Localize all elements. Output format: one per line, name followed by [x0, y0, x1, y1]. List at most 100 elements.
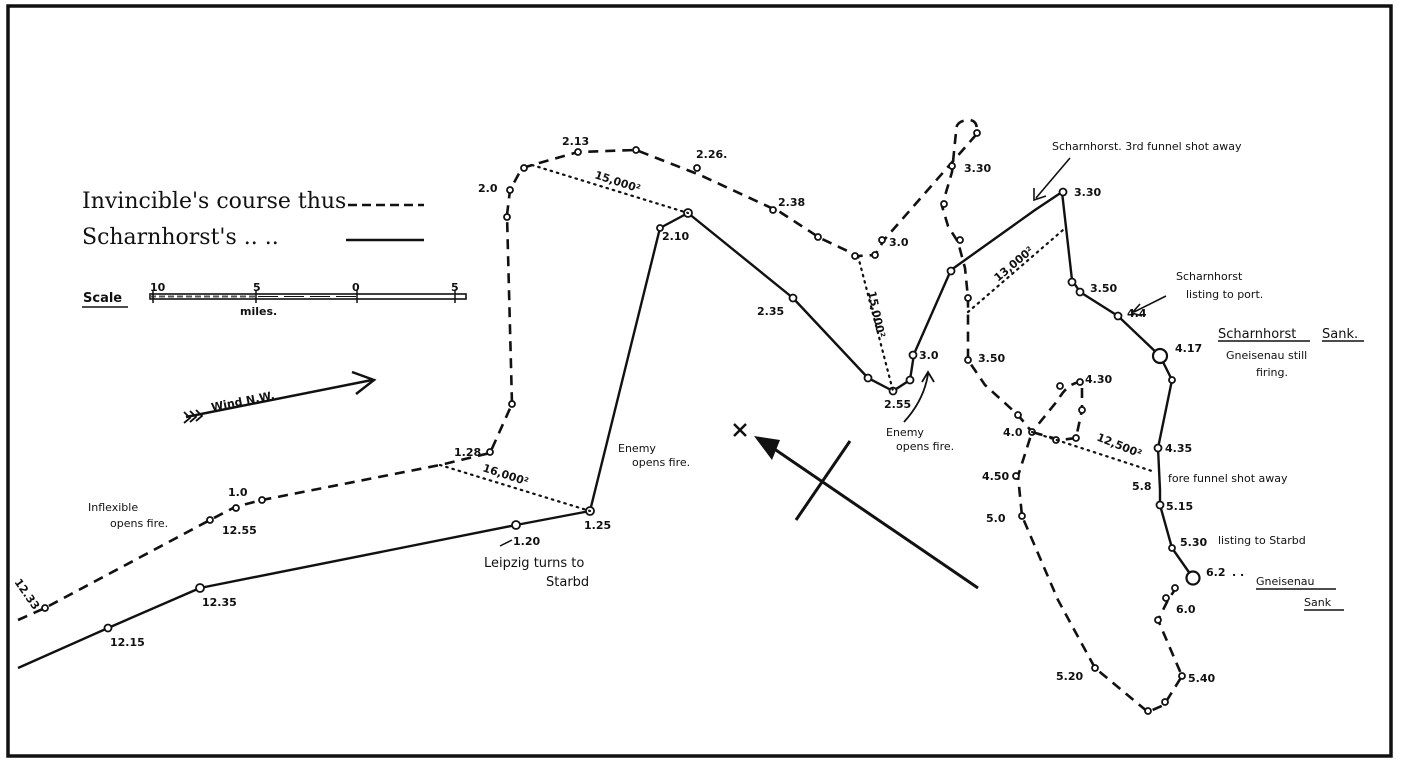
sch-node — [1168, 376, 1176, 384]
sch-node — [905, 375, 915, 385]
listing-starboard-note: listing to Starbd — [1218, 534, 1306, 547]
time-label: 1.28 — [454, 446, 481, 459]
map-border — [6, 4, 1393, 758]
inv-node — [258, 496, 266, 504]
gneisenau-sunk-line1: Gneisenau — [1256, 575, 1315, 588]
inv-node — [693, 164, 701, 172]
time-label: 1.20 — [513, 535, 540, 548]
time-label: 12.33 — [12, 576, 43, 612]
inv-node — [964, 294, 972, 302]
enemy-fire-note-1-line1: Enemy — [618, 442, 656, 455]
sch-node — [946, 266, 956, 276]
sch-node — [195, 583, 205, 593]
time-label: 5.20 — [1056, 670, 1083, 683]
scale-tick-5-left: 5 — [253, 281, 261, 294]
inv-node — [1014, 411, 1022, 419]
time-label: 2.35 — [757, 305, 784, 318]
scale-tick-5-right: 5 — [451, 281, 459, 294]
inv-node — [1154, 616, 1162, 624]
time-label: 4.50 — [982, 470, 1009, 483]
time-label: 2.38 — [778, 196, 805, 209]
range-label-12500: 12,500² — [1095, 431, 1144, 461]
time-label: 1.0 — [228, 486, 248, 499]
time-label: 4.30 — [1085, 373, 1112, 386]
sch-node — [788, 293, 798, 303]
leipzig-pointer-icon — [499, 539, 513, 547]
inv-node — [506, 186, 514, 194]
enemy-fire-note-2-line1: Enemy — [886, 426, 924, 439]
inv-node — [206, 516, 214, 524]
sch-node — [908, 350, 918, 360]
inv-node — [1178, 672, 1186, 680]
inv-node — [486, 448, 494, 456]
inv-node — [1076, 378, 1084, 386]
star-marker-icon — [733, 423, 747, 437]
inv-node — [41, 604, 49, 612]
gneisenau-sunk-line2: Sank — [1304, 596, 1332, 609]
enemy-fire-note-2-line2: opens fire. — [896, 440, 954, 453]
gneisenau-firing-line2: firing. — [1256, 366, 1288, 379]
inflexible-note-line2: opens fire. — [110, 517, 168, 530]
time-label: 5.0 — [986, 512, 1006, 525]
time-label: 6.2 — [1206, 566, 1226, 579]
scale-tick-0: 0 — [352, 281, 360, 294]
inv-node — [1161, 698, 1169, 706]
funnel-pointer-icon — [1033, 157, 1071, 202]
sch-node — [1075, 287, 1085, 297]
inv-node — [1018, 512, 1026, 520]
time-label: 3.50 — [1090, 282, 1117, 295]
fore-funnel-note: fore funnel shot away — [1168, 472, 1288, 485]
range-line-13000 — [966, 228, 1065, 314]
time-label: 4.35 — [1165, 442, 1192, 455]
dots: . . — [1232, 566, 1244, 579]
time-label: 5.40 — [1188, 672, 1215, 685]
inv-node — [520, 164, 528, 172]
inv-node — [1091, 664, 1099, 672]
inv-node — [769, 206, 777, 214]
inv-node — [814, 233, 822, 241]
listing-port-pointer-icon — [1130, 295, 1167, 317]
wind-label: Wind N.W. — [210, 389, 276, 414]
sch-node — [1058, 187, 1068, 197]
wind-arrow: Wind N.W. — [183, 370, 377, 424]
inv-node — [878, 236, 886, 244]
time-label: 12.15 — [110, 636, 145, 649]
time-label: 3.50 — [978, 352, 1005, 365]
time-label: 2.26. — [696, 148, 727, 161]
inv-node — [574, 148, 582, 156]
time-label: 2.10 — [662, 230, 689, 243]
time-label: 5.30 — [1180, 536, 1207, 549]
scharnhorst-sunk-title: Scharnhorst — [1218, 327, 1296, 342]
time-label: 5.8 — [1132, 480, 1152, 493]
range-line-12500 — [1030, 430, 1157, 474]
funnel-shot-away-note: Scharnhorst. 3rd funnel shot away — [1052, 140, 1242, 153]
invincible-nodes — [41, 129, 1186, 715]
scharnhorst-sunk-word: Sank. — [1322, 327, 1358, 342]
sch-node — [1113, 311, 1123, 321]
time-label: 4.17 — [1175, 342, 1202, 355]
inv-node — [1078, 406, 1086, 414]
range-line-16000 — [438, 463, 592, 513]
inv-node — [1056, 382, 1064, 390]
leipzig-note-line2: Starbd — [546, 575, 589, 590]
sch-node — [1153, 443, 1163, 453]
inv-node — [1162, 594, 1170, 602]
time-label: 6.0 — [1176, 603, 1196, 616]
annotations: Inflexible opens fire. Leipzig turns to … — [88, 140, 1364, 611]
inv-node — [632, 146, 640, 154]
time-label: 2.0 — [478, 182, 498, 195]
range-label-16000: 16,000² — [481, 461, 530, 488]
gneisenau-firing-line1: Gneisenau still — [1226, 349, 1307, 362]
invincible-time-labels: 12.33 12.55 1.0 1.28 2.0 2.13 2.26. 2.38… — [12, 135, 1216, 685]
north-arrow — [733, 423, 979, 590]
time-label: 3.30 — [1074, 186, 1101, 199]
range-line-15000-a — [530, 163, 690, 215]
range-label-15000-b: 15,000² — [865, 290, 888, 339]
scharnhorst-nodes — [103, 187, 1201, 633]
sch-node — [103, 623, 113, 633]
sch-node — [1067, 277, 1077, 287]
time-label: 12.35 — [202, 596, 237, 609]
legend-invincible-label: Invincible's course thus — [82, 189, 346, 214]
time-label: 3.0 — [919, 349, 939, 362]
